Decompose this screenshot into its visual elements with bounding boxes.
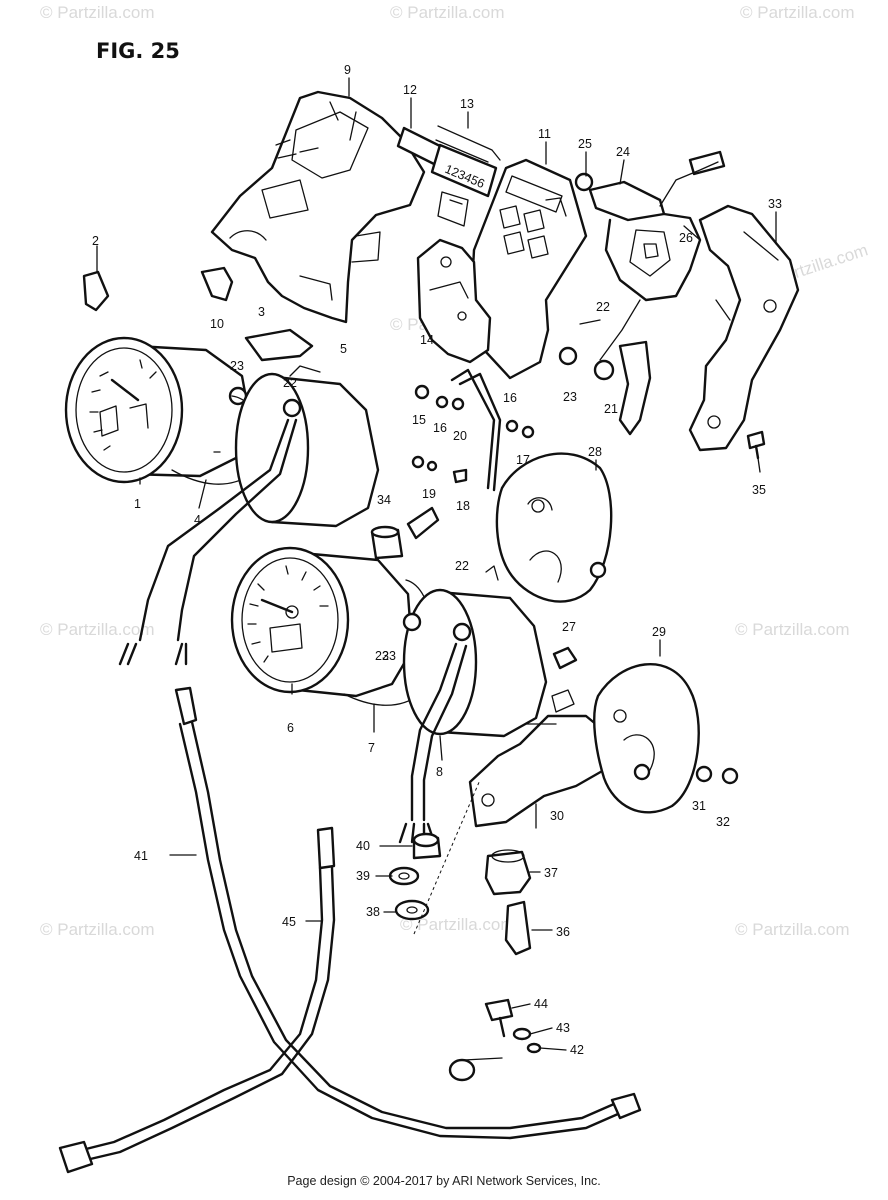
callout-11: 11: [538, 127, 551, 141]
watermark: © Partzilla.com: [390, 3, 505, 22]
callout-16a: 16: [433, 421, 447, 435]
part-9-housing: [210, 90, 426, 324]
tachometer-lamp-wires: [398, 642, 468, 844]
callout-41: 41: [134, 849, 148, 863]
callout-19: 19: [422, 487, 436, 501]
callout-1: 1: [134, 497, 141, 511]
part-29-back-cover: [593, 663, 700, 814]
part-12-13-odometer: 123456: [396, 125, 501, 227]
part-24-harness: [558, 150, 726, 436]
callout-30: 30: [550, 809, 564, 823]
callout-35: 35: [752, 483, 766, 497]
callout-14: 14: [420, 333, 434, 347]
callout-12: 12: [403, 83, 417, 97]
callout-10: 10: [210, 317, 224, 331]
part-2-clip: [82, 270, 110, 312]
callout-24: 24: [616, 145, 630, 159]
callout-18: 18: [456, 499, 470, 513]
callout-labels: 1 2 3 5 4 6 7 8 9 10 11 12 13 14 15 16 1…: [92, 63, 782, 1057]
callout-17: 17: [516, 453, 530, 467]
part-34-grommet: [370, 506, 440, 560]
part-8-case: [402, 565, 548, 738]
callout-22c: 22: [596, 300, 610, 314]
watermark: © Partzilla.com: [40, 920, 155, 939]
watermark: © Partzilla.com: [740, 3, 855, 22]
watermark: © Partzilla.com: [735, 620, 850, 639]
callout-38: 38: [366, 905, 380, 919]
callout-22a: 22: [283, 376, 297, 390]
callout-6: 6: [287, 721, 294, 735]
callout-7: 7: [368, 741, 375, 755]
watermark: © Partzilla.com: [735, 920, 850, 939]
watermark: © Partzilla.com: [40, 3, 155, 22]
part-28-back-cover: [495, 452, 613, 603]
small-hardware: [411, 368, 739, 785]
callout-4: 4: [194, 513, 201, 527]
part-5-case: [234, 365, 380, 528]
callout-27: 27: [562, 620, 576, 634]
callout-15: 15: [412, 413, 426, 427]
callout-26: 26: [679, 231, 693, 245]
part-10-cap: [200, 266, 234, 302]
callout-32: 32: [716, 815, 730, 829]
callout-29: 29: [652, 625, 666, 639]
callout-36: 36: [556, 925, 570, 939]
callout-2: 2: [92, 234, 99, 248]
callout-13: 13: [460, 97, 474, 111]
callout-22b: 22: [455, 559, 469, 573]
part-27-clip: [552, 646, 578, 670]
part-45-tachometer-cable: [58, 826, 336, 1174]
watermark: © Partzilla.com: [400, 915, 515, 934]
callout-23c: 23: [563, 390, 577, 404]
callout-45: 45: [282, 915, 296, 929]
callout-28: 28: [588, 445, 602, 459]
footer-credit: Page design © 2004-2017 by ARI Network S…: [287, 1174, 601, 1188]
callout-23a: 23: [230, 359, 244, 373]
part-41-speedometer-cable: [174, 686, 642, 1140]
part-36-40-hardware: [388, 779, 532, 956]
callout-21: 21: [604, 402, 618, 416]
callout-43: 43: [556, 1021, 570, 1035]
watermark: © Partzilla.com: [40, 620, 155, 639]
callout-5: 5: [340, 342, 347, 356]
part-35-screw: [746, 430, 766, 460]
callout-39: 39: [356, 869, 370, 883]
callout-8: 8: [436, 765, 443, 779]
callout-23d: 23: [382, 649, 396, 663]
callout-31: 31: [692, 799, 706, 813]
callout-leaders: [96, 77, 777, 1061]
callout-20: 20: [453, 429, 467, 443]
callout-40: 40: [356, 839, 370, 853]
figure-title: FIG. 25: [96, 39, 180, 63]
callout-23b: 23: [375, 649, 389, 663]
speedometer-lamp-wires: [118, 418, 298, 666]
part-14-bracket: [416, 238, 492, 364]
callout-37: 37: [544, 866, 558, 880]
part-33-rear-cover: [688, 204, 800, 452]
callout-33: 33: [768, 197, 782, 211]
part-42-44-hardware: [448, 998, 542, 1082]
callout-44: 44: [534, 997, 548, 1011]
part-6-tachometer: [230, 546, 414, 698]
part-1-speedometer: [64, 336, 252, 484]
callout-3: 3: [258, 305, 265, 319]
extra-leaders: [375, 845, 567, 1051]
callout-9: 9: [344, 63, 351, 77]
callout-25: 25: [578, 137, 592, 151]
callout-16b: 16: [503, 391, 517, 405]
callout-34: 34: [377, 493, 391, 507]
callout-42: 42: [570, 1043, 584, 1057]
part-3-bracket: [244, 328, 314, 362]
